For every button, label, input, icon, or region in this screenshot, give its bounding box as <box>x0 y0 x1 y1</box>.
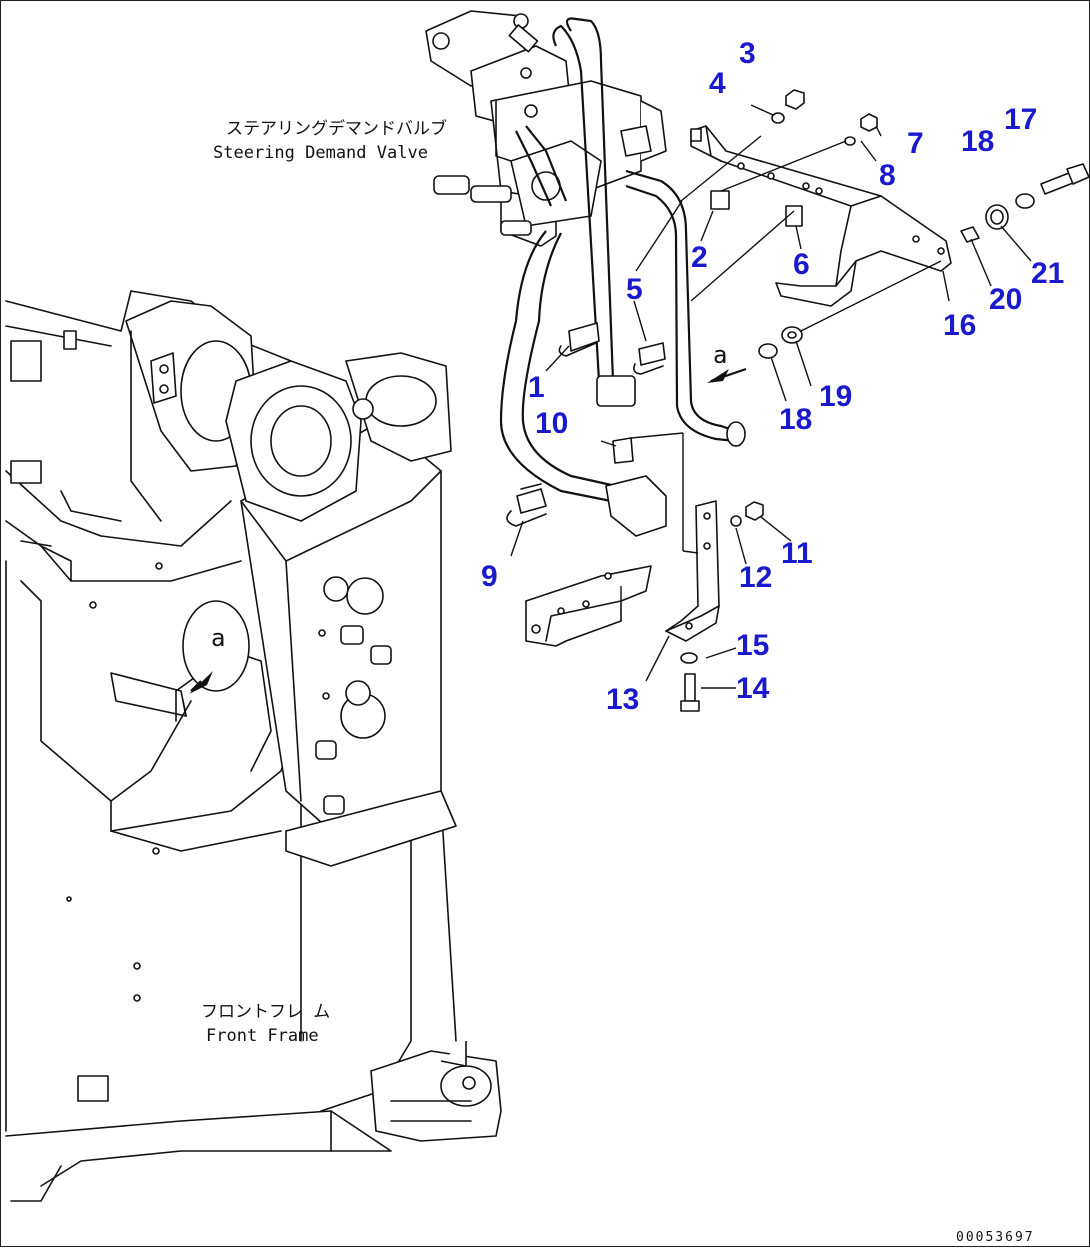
part-number-11: 11 <box>781 537 813 570</box>
part-number-12: 12 <box>739 561 772 594</box>
part-number-16: 16 <box>943 309 976 342</box>
valve-label-jp: ステアリングデマンドバルブ <box>226 118 447 139</box>
center-hinge-pillar <box>225 352 457 867</box>
bracket-13 <box>525 500 720 647</box>
part-number-13: 13 <box>606 683 639 716</box>
part-number-6: 6 <box>793 248 810 281</box>
part-number-9: 9 <box>481 560 498 593</box>
view-a-marker-frame: a <box>211 624 225 652</box>
drawing-code: 00053697 <box>956 1230 1035 1245</box>
part-number-17: 17 <box>1004 103 1037 136</box>
valve-label-en: Steering Demand Valve <box>213 143 428 163</box>
part-number-4: 4 <box>709 67 726 100</box>
part-number-21: 21 <box>1031 257 1064 290</box>
part-number-10: 10 <box>535 407 568 440</box>
part-number-3: 3 <box>739 37 756 70</box>
part-number-19: 19 <box>819 380 852 413</box>
steering-demand-valve: ステアリングデマンドバルブ Steering Demand Valve <box>213 10 667 247</box>
part-number-15: 15 <box>736 629 769 662</box>
part-number-20: 20 <box>989 283 1022 316</box>
callout-lines <box>510 104 1032 689</box>
part-number-8: 8 <box>879 159 896 192</box>
part-number-7: 7 <box>907 127 924 160</box>
hoses <box>499 17 746 537</box>
part-number-1: 1 <box>528 371 545 404</box>
front-frame-label-jp: フロントフレ ム <box>201 1002 330 1022</box>
part-number-18-upper: 18 <box>961 125 994 158</box>
part-number-5: 5 <box>626 273 643 306</box>
part-number-14: 14 <box>736 672 770 705</box>
front-frame: a フロントフレ ム Front Frame <box>5 290 502 1202</box>
part-number-2: 2 <box>691 241 708 274</box>
svg-text:a: a <box>713 341 727 369</box>
part-numbers: 3 4 7 8 17 18 2 6 21 20 16 5 1 19 18 10 … <box>481 37 1064 716</box>
bracket-16 <box>690 125 952 307</box>
part-number-18-lower: 18 <box>779 403 812 436</box>
view-a-marker-hose: a <box>707 341 747 383</box>
front-frame-label-en: Front Frame <box>206 1026 319 1046</box>
